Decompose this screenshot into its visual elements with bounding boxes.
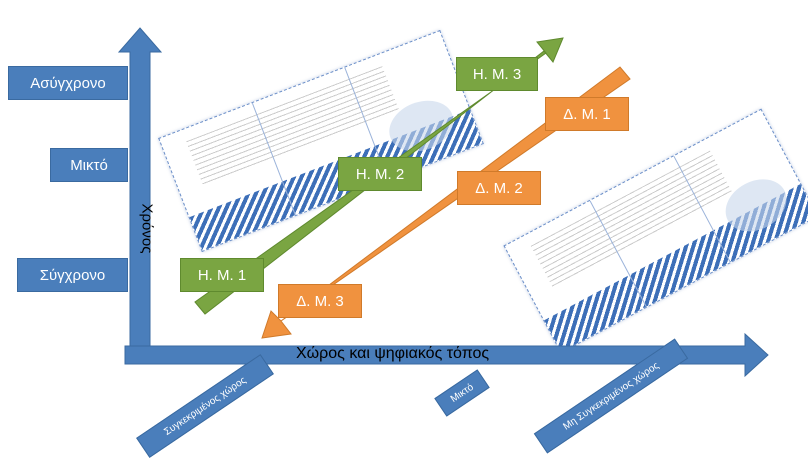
orange-label-2: Δ. Μ. 2 — [457, 171, 541, 205]
y-axis-title: Χρόνος — [138, 203, 156, 254]
orange-label-3: Δ. Μ. 3 — [278, 284, 362, 318]
y-level-synchronous: Σύγχρονο — [17, 258, 128, 292]
y-level-asynchronous: Ασύγχρονο — [8, 66, 128, 100]
green-label-1: Η. Μ. 1 — [180, 258, 264, 292]
x-axis-arrow — [124, 332, 769, 378]
y-level-mixed: Μικτό — [50, 148, 128, 182]
green-label-2: Η. Μ. 2 — [338, 157, 422, 191]
y-axis-arrow — [117, 27, 163, 353]
orange-label-1: Δ. Μ. 1 — [545, 97, 629, 131]
x-axis-title: Χώρος και ψηφιακός τόπος — [296, 345, 490, 362]
green-label-3: Η. Μ. 3 — [456, 57, 538, 91]
